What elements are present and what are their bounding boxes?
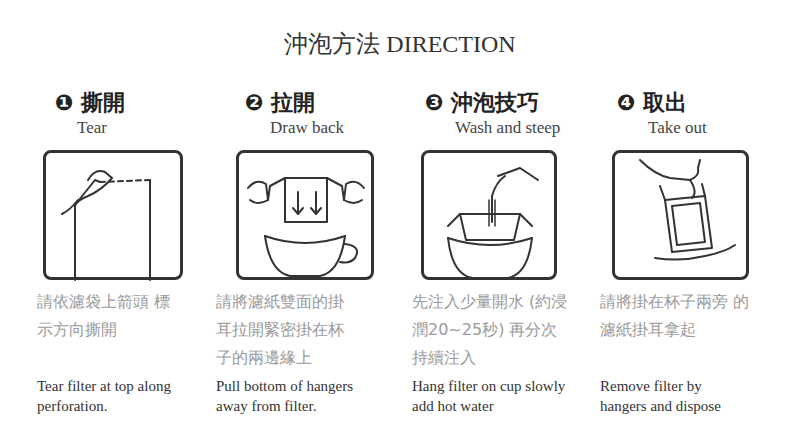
step-description-zh: 先注入少量開水 (約浸潤20~25秒) 再分次持續注入 [412,288,572,372]
step-description-en: Tear filter at top along perforation. [37,376,177,416]
draw-back-illustration [248,178,364,276]
step-heading: ❸ 沖泡技巧 [425,88,539,118]
step-subtitle: Draw back [270,118,344,138]
steep-illustration [448,168,538,278]
step-subtitle: Take out [648,118,707,138]
step-description-en: Hang filter on cup slowly add hot water [412,376,572,416]
step-description-zh: 請依濾袋上箭頭 標示方向撕開 [37,288,177,344]
step-heading: ❷ 拉開 [245,88,315,118]
step-panel: ❷ 拉開Draw back 請將濾紙雙面的掛 耳拉開緊密掛在杯 子的兩邊緣上Pul… [216,80,406,420]
tear-illustration [62,171,150,280]
illustration-frame [421,150,557,280]
step-description-en: Remove filter by hangers and dispose [600,376,750,416]
step-panel: ❹ 取出Take out 請將掛在杯子兩旁 的濾紙掛耳拿起 Remove filte… [600,80,790,420]
step-heading: ❶ 撕開 [55,88,125,118]
illustration-frame [612,150,749,280]
illustration-frame [236,150,374,280]
step-panel: ❸ 沖泡技巧Wash and steep 先注入少量開水 (約浸潤20~25秒) … [412,80,602,420]
step-subtitle: Tear [77,118,107,138]
step-description-zh: 請將濾紙雙面的掛 耳拉開緊密掛在杯 子的兩邊緣上 [216,288,361,372]
step-heading: ❹ 取出 [617,88,687,118]
step-description-en: Pull bottom of hangers away from filter. [216,376,381,416]
step-panel: ❶ 撕開Tear 請依濾袋上箭頭 標示方向撕開 Tear filter at top… [37,80,227,420]
illustration-frame [43,150,183,280]
step-description-zh: 請將掛在杯子兩旁 的濾紙掛耳拿起 [600,288,750,344]
take-out-illustration [640,160,735,260]
diagram-title: 沖泡方法 DIRECTION [0,28,800,60]
step-subtitle: Wash and steep [455,118,560,138]
